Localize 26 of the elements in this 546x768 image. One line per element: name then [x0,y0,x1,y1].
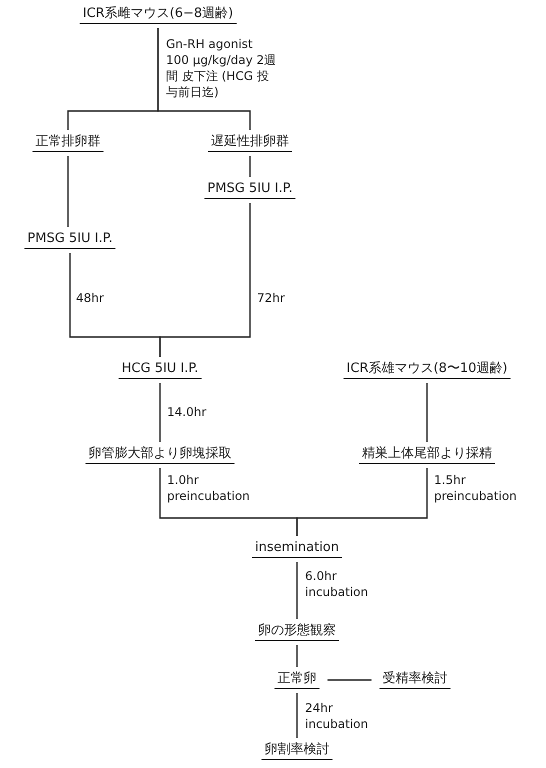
step-label: PMSG 5IU I.P. [24,231,116,249]
step-label: 正常排卵群 [32,134,104,152]
step-label: 卵割率検討 [262,742,332,760]
connector-line [159,203,251,357]
step-label: insemination [252,540,342,558]
step-label: 卵管膨大部より卵塊採取 [86,446,234,464]
step-label: 受精率検討 [380,671,450,689]
step-label: 卵の形態観察 [255,623,339,641]
step-label: HCG 5IU I.P. [118,361,202,379]
connector-line [328,679,372,681]
connector-line [426,383,428,442]
step-label: 精巣上体尾部より採精 [359,446,495,464]
connector-line [296,562,298,619]
connector-line [249,156,251,177]
connector-line [296,693,298,738]
connector-line [296,645,298,667]
step-label: 正常卵 [274,671,320,689]
step-label: PMSG 5IU I.P. [204,181,296,199]
edge-label: Gn-RH agonist 100 μg/kg/day 2週間 皮下注 (HCG 投与前日迄) [166,36,278,100]
connector-line [296,468,428,536]
connector-line [159,383,161,442]
connector-line [157,28,251,130]
step-label: 遅延性排卵群 [208,134,292,152]
step-label: ICR系雄マウス(8〜10週齢) [344,361,510,379]
step-label: ICR系雌マウス(6−8週齢) [80,6,236,24]
connector-line [67,156,69,227]
